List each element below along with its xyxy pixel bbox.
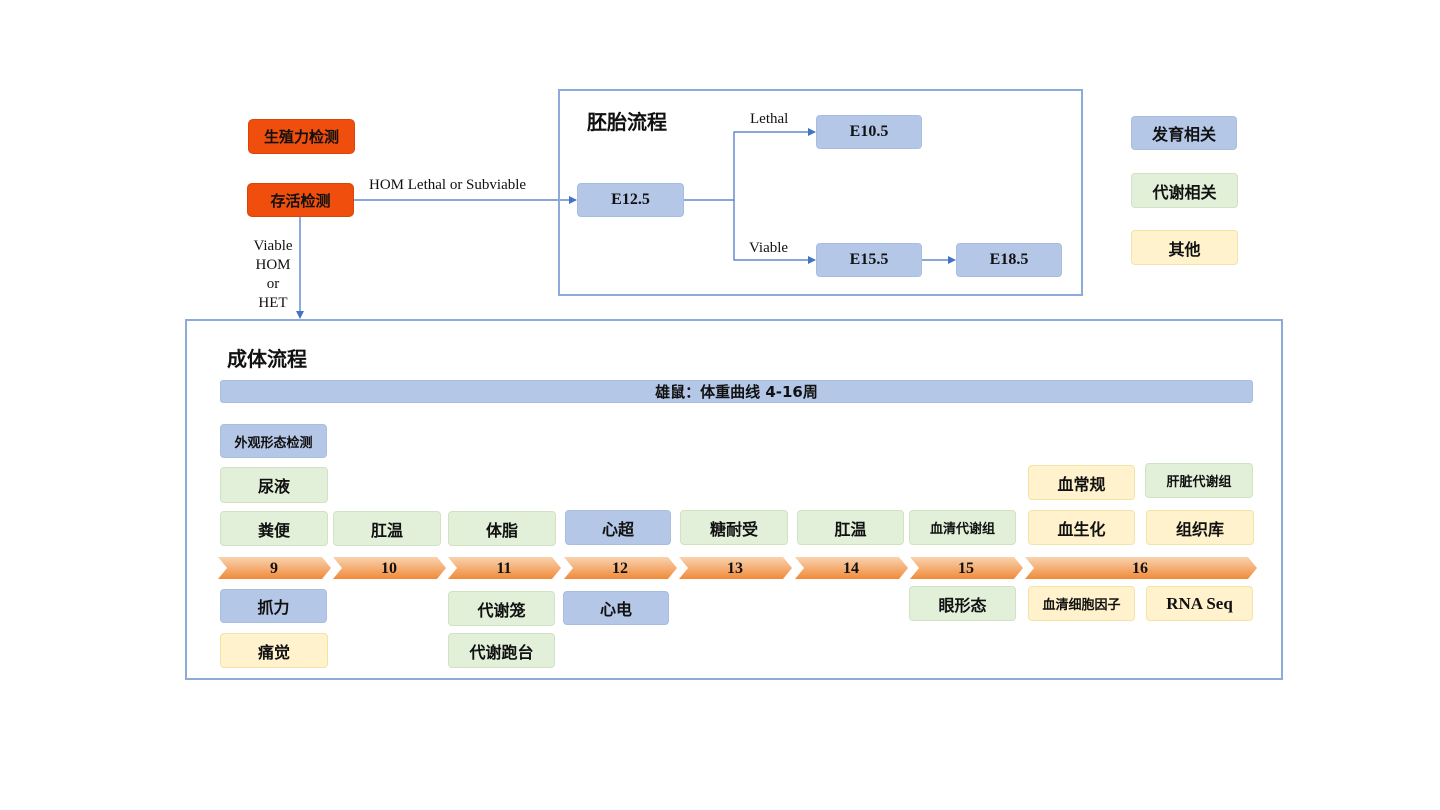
test-ecg: 心电: [563, 591, 669, 625]
week-chevron-13: [679, 557, 792, 579]
test-rectal-temp-w14: 肛温: [797, 510, 904, 545]
fertility-screen: 生殖力检测: [248, 119, 355, 154]
legend-development: 发育相关: [1131, 116, 1237, 150]
stage-e12-5: E12.5: [577, 183, 684, 217]
test-echocardiography: 心超: [565, 510, 671, 545]
week-label-13: 13: [727, 560, 743, 577]
week-label-12: 12: [612, 560, 628, 577]
legend-other: 其他: [1131, 230, 1238, 265]
viable-line-3: or: [266, 276, 280, 292]
test-liver-metabolome: 肝脏代谢组: [1145, 463, 1253, 498]
test-rna-seq: RNA Seq: [1146, 586, 1253, 621]
arrow-e12-to-e10: [684, 128, 816, 201]
test-body-fat: 体脂: [448, 511, 556, 546]
edge-label-lethal: Lethal: [750, 111, 789, 127]
embryo-flow-panel: [558, 89, 1083, 296]
arrow-e12-to-e15: [733, 200, 816, 264]
edge-label-hom-lethal: HOM Lethal or Subviable: [369, 177, 527, 193]
week-label-9: 9: [270, 560, 278, 577]
legend-metabolism: 代谢相关: [1131, 173, 1238, 208]
test-metabolic-treadmill: 代谢跑台: [448, 633, 555, 668]
week-label-16: 16: [1132, 560, 1148, 577]
test-serum-metabolome: 血清代谢组: [909, 510, 1016, 545]
test-appearance: 外观形态检测: [220, 424, 327, 458]
week-chevron-10: [333, 557, 446, 579]
test-pain-sensation: 痛觉: [220, 633, 328, 668]
week-label-11: 11: [496, 560, 512, 577]
test-rectal-temp-w10: 肛温: [333, 511, 441, 546]
test-blood-biochemistry: 血生化: [1028, 510, 1135, 545]
test-tissue-bank: 组织库: [1146, 510, 1254, 545]
weight-curve-bar: 雄鼠：体重曲线 4-16周: [220, 380, 1253, 403]
test-serum-cytokines: 血清细胞因子: [1028, 586, 1135, 621]
week-chevron-15: [910, 557, 1023, 579]
edge-label-viable-hom-het: Viable HOM or HET: [240, 237, 306, 313]
week-chevron-9: [218, 557, 331, 579]
test-eye-morphology: 眼形态: [909, 586, 1016, 621]
week-chevron-14: [795, 557, 908, 579]
week-chevron-12: [564, 557, 677, 579]
week-label-15: 15: [958, 560, 974, 577]
adult-flow-title: 成体流程: [227, 347, 307, 371]
test-urine: 尿液: [220, 467, 328, 503]
stage-e10-5: E10.5: [816, 115, 922, 149]
edge-label-viable: Viable: [749, 240, 789, 256]
week-label-10: 10: [381, 560, 397, 577]
test-glucose-tolerance: 糖耐受: [680, 510, 788, 545]
week-label-14: 14: [843, 560, 859, 577]
test-grip-strength: 抓力: [220, 589, 327, 623]
adult-flow-panel: [185, 319, 1283, 680]
test-feces: 粪便: [220, 511, 328, 546]
stage-e15-5: E15.5: [816, 243, 922, 277]
week-chevron-11: [448, 557, 561, 579]
viable-line-4: HET: [258, 295, 288, 311]
viable-line-2: HOM: [255, 257, 291, 273]
embryo-flow-title: 胚胎流程: [587, 110, 667, 134]
test-blood-routine: 血常规: [1028, 465, 1135, 500]
week-chevron-16: [1025, 557, 1257, 579]
test-metabolic-cage: 代谢笼: [448, 591, 555, 626]
survival-screen: 存活检测: [247, 183, 354, 217]
stage-e18-5: E18.5: [956, 243, 1062, 277]
viable-line-1: Viable: [253, 238, 293, 254]
